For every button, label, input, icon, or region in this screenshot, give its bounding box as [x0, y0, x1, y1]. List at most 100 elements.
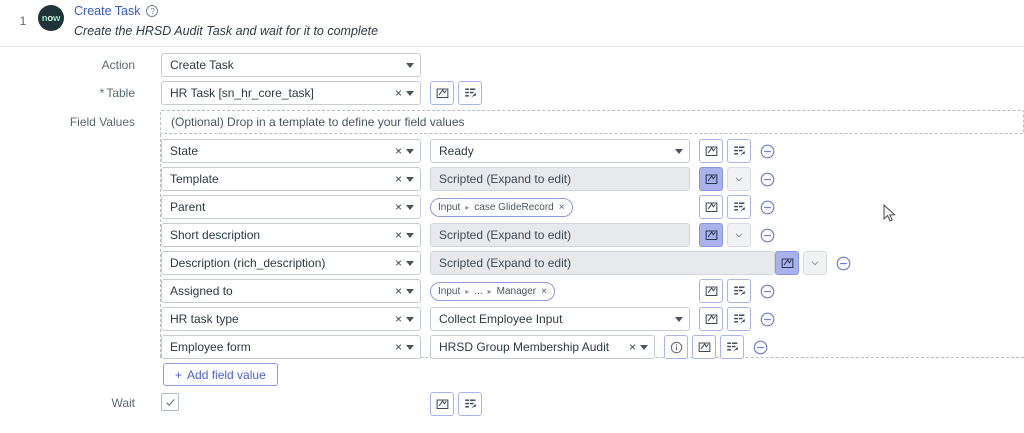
field-script-button[interactable]	[699, 307, 723, 331]
check-icon	[165, 398, 175, 406]
field-value-select[interactable]: Ready	[430, 139, 690, 163]
action-select[interactable]: Create Task	[161, 53, 421, 77]
field-name-input[interactable]: Assigned to ×	[161, 279, 421, 303]
script-icon	[705, 230, 717, 241]
field-info-button[interactable]	[664, 335, 688, 359]
circle-minus-icon	[760, 172, 775, 187]
remove-field-button[interactable]	[760, 144, 775, 159]
step-number: 1	[19, 14, 27, 28]
field-value-scripted[interactable]: Scripted (Expand to edit)	[430, 167, 690, 191]
step-subtitle: Create the HRSD Audit Task and wait for …	[74, 24, 379, 38]
table-label: *Table	[60, 82, 135, 104]
pill-separator-icon: ▸	[465, 202, 470, 212]
field-script-button[interactable]	[699, 279, 723, 303]
field-value-text: Scripted (Expand to edit)	[439, 172, 572, 186]
clear-icon[interactable]: ×	[394, 144, 402, 158]
field-expand-button[interactable]	[803, 251, 827, 275]
field-value-text: Collect Employee Input	[439, 312, 563, 326]
field-name-value: HR task type	[170, 312, 239, 326]
header-divider	[0, 46, 1024, 47]
chevron-down-icon	[406, 90, 414, 96]
help-circle-icon[interactable]: ?	[146, 5, 159, 17]
field-value-scripted[interactable]: Scripted (Expand to edit)	[430, 251, 775, 275]
pill-remove-icon[interactable]: ×	[558, 201, 565, 213]
field-expand-button[interactable]	[727, 223, 751, 247]
field-data-pill-button[interactable]	[727, 279, 751, 303]
add-field-value-label: Add field value	[187, 367, 266, 382]
field-value-pill-container[interactable]: Input ▸case GlideRecord ×	[430, 195, 690, 219]
field-script-button[interactable]	[699, 167, 723, 191]
remove-field-button[interactable]	[760, 228, 775, 243]
remove-field-button[interactable]	[753, 340, 768, 355]
add-field-value-button[interactable]: + Add field value	[163, 363, 278, 386]
field-name-input[interactable]: HR task type ×	[161, 307, 421, 331]
field-name-value: Assigned to	[170, 284, 233, 298]
wait-data-pill-button[interactable]	[458, 392, 482, 416]
field-expand-button[interactable]	[727, 167, 751, 191]
clear-icon[interactable]: ×	[394, 172, 402, 186]
wait-script-button[interactable]	[430, 392, 454, 416]
chevron-down-icon	[811, 261, 819, 266]
script-icon	[705, 286, 717, 297]
script-icon	[705, 146, 717, 157]
clear-icon[interactable]: ×	[394, 228, 402, 242]
clear-icon[interactable]: ×	[394, 200, 402, 214]
page-title[interactable]: Create Task	[74, 4, 141, 18]
circle-minus-icon	[760, 228, 775, 243]
pill-separator-icon: ▸	[487, 286, 492, 296]
field-script-button[interactable]	[699, 139, 723, 163]
data-pill[interactable]: Input ▸... ▸Manager ×	[430, 281, 555, 301]
field-data-pill-button[interactable]	[727, 139, 751, 163]
remove-field-button[interactable]	[836, 256, 851, 271]
field-values-label: Field Values	[69, 115, 135, 129]
field-value-pill-container[interactable]: Input ▸... ▸Manager ×	[430, 279, 690, 303]
clear-icon[interactable]: ×	[394, 256, 402, 270]
field-name-input[interactable]: Short description ×	[161, 223, 421, 247]
remove-field-button[interactable]	[760, 312, 775, 327]
table-script-button[interactable]	[430, 81, 454, 105]
table-reference-input[interactable]: HR Task [sn_hr_core_task] ×	[161, 81, 421, 105]
field-name-input[interactable]: Employee form ×	[161, 335, 421, 359]
field-name-value: Description (rich_description)	[170, 256, 326, 270]
field-data-pill-button[interactable]	[727, 195, 751, 219]
field-value-select[interactable]: Collect Employee Input	[430, 307, 690, 331]
field-name-input[interactable]: Template ×	[161, 167, 421, 191]
field-name-input[interactable]: State ×	[161, 139, 421, 163]
field-script-button[interactable]	[692, 335, 716, 359]
field-script-button[interactable]	[699, 195, 723, 219]
clear-icon[interactable]: ×	[394, 86, 402, 100]
script-icon	[781, 258, 793, 269]
data-pill-icon	[733, 202, 745, 212]
pill-leaf: case GlideRecord	[474, 201, 554, 213]
remove-field-button[interactable]	[760, 200, 775, 215]
chevron-down-icon	[406, 316, 414, 322]
field-data-pill-button[interactable]	[720, 335, 744, 359]
clear-icon[interactable]: ×	[394, 312, 402, 326]
template-dropzone[interactable]: (Optional) Drop in a template to define …	[160, 110, 1024, 134]
wait-checkbox[interactable]	[161, 393, 179, 411]
field-script-button[interactable]	[775, 251, 799, 275]
remove-field-button[interactable]	[760, 284, 775, 299]
data-pill[interactable]: Input ▸case GlideRecord ×	[430, 197, 573, 217]
field-name-input[interactable]: Description (rich_description) ×	[161, 251, 421, 275]
chevron-down-icon	[735, 233, 743, 238]
field-value-reference-input[interactable]: HRSD Group Membership Audit ×	[430, 335, 655, 359]
field-name-input[interactable]: Parent ×	[161, 195, 421, 219]
script-icon	[436, 88, 448, 99]
required-asterisk: *	[99, 86, 105, 100]
field-name-value: Parent	[170, 200, 206, 214]
pill-leaf: Manager	[496, 285, 537, 297]
script-icon	[705, 314, 717, 325]
field-data-pill-button[interactable]	[727, 307, 751, 331]
clear-icon[interactable]: ×	[628, 340, 636, 354]
table-data-pill-button[interactable]	[458, 81, 482, 105]
field-script-button[interactable]	[699, 223, 723, 247]
remove-field-button[interactable]	[760, 172, 775, 187]
pill-remove-icon[interactable]: ×	[541, 285, 547, 297]
clear-icon[interactable]: ×	[394, 284, 402, 298]
chevron-down-icon	[640, 344, 648, 350]
step-title-row: Create Task ?	[74, 4, 159, 18]
field-value-scripted[interactable]: Scripted (Expand to edit)	[430, 223, 690, 247]
clear-icon[interactable]: ×	[394, 340, 402, 354]
pill-prefix: Input	[438, 285, 461, 297]
